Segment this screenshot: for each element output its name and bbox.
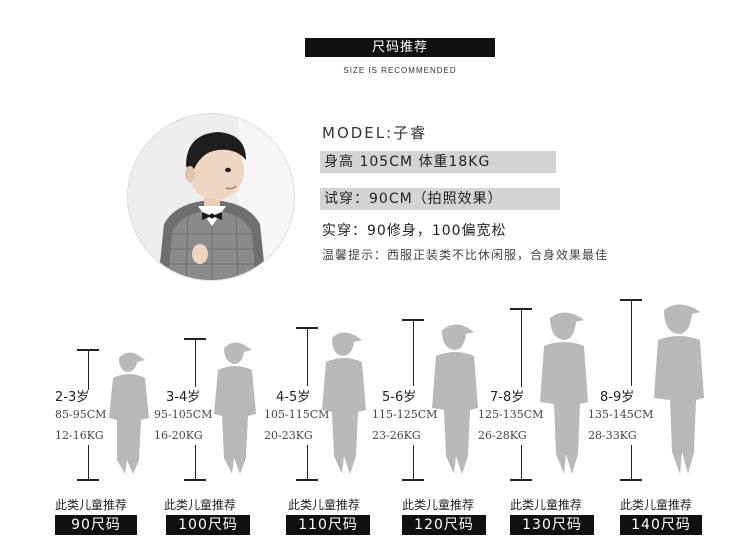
model-trial-size: 试穿：90CM（拍照效果） xyxy=(320,188,560,210)
age-label: 8-9岁 xyxy=(600,390,635,405)
height-line xyxy=(413,320,414,386)
size-column-130: 7-8岁 125-135CM 26-28KG 此类儿童推荐 130尺码 xyxy=(478,290,594,540)
height-line xyxy=(307,328,308,386)
height-line xyxy=(521,445,522,479)
size-column-140: 8-9岁 135-145CM 28-33KG 此类儿童推荐 140尺码 xyxy=(588,290,704,540)
model-photo xyxy=(127,113,295,281)
height-line xyxy=(631,445,632,479)
height-range: 115-125CM xyxy=(372,408,438,421)
height-line xyxy=(195,445,196,479)
height-line xyxy=(413,445,414,479)
height-bottom-tick xyxy=(184,479,206,481)
size-badge: 110尺码 xyxy=(286,515,370,535)
height-line xyxy=(195,339,196,387)
size-badge: 90尺码 xyxy=(55,515,137,535)
model-height-weight: 身高 105CM 体重18KG xyxy=(320,151,556,173)
child-silhouette-icon xyxy=(214,342,256,474)
height-bottom-tick xyxy=(510,479,532,481)
recommend-text: 此类儿童推荐 xyxy=(402,498,475,512)
height-bottom-tick xyxy=(402,479,424,481)
recommend-text: 此类儿童推荐 xyxy=(55,498,128,512)
height-range: 105-115CM xyxy=(264,408,330,421)
age-label: 3-4岁 xyxy=(166,390,201,405)
age-label: 7-8岁 xyxy=(490,390,525,405)
height-range: 85-95CM xyxy=(55,408,107,421)
size-column-120: 5-6岁 115-125CM 23-26KG 此类儿童推荐 120尺码 xyxy=(372,290,486,540)
height-bottom-tick xyxy=(620,479,642,481)
height-bottom-tick xyxy=(77,479,99,481)
child-silhouette-icon xyxy=(540,312,588,474)
height-line xyxy=(631,300,632,386)
size-badge: 100尺码 xyxy=(166,515,250,535)
recommend-text: 此类儿童推荐 xyxy=(288,498,361,512)
section-subtitle: SIZE IS RECOMMENDED xyxy=(343,66,457,75)
weight-range: 12-16KG xyxy=(55,429,104,442)
section-title: 尺码推荐 xyxy=(305,38,495,57)
size-column-110: 4-5岁 105-115CM 20-23KG 此类儿童推荐 110尺码 xyxy=(264,290,378,540)
child-silhouette-icon xyxy=(109,352,149,474)
boy-model-illustration xyxy=(128,114,294,280)
age-label: 4-5岁 xyxy=(276,390,311,405)
height-range: 125-135CM xyxy=(478,408,544,421)
weight-range: 20-23KG xyxy=(264,429,313,442)
fit-tip: 温馨提示：西服正装类不比休闲服，合身效果最佳 xyxy=(322,248,609,262)
child-silhouette-icon xyxy=(432,324,478,474)
height-range: 135-145CM xyxy=(588,408,654,421)
child-silhouette-icon xyxy=(322,332,366,474)
size-badge: 130尺码 xyxy=(510,515,594,535)
size-column-90: 2-3岁 85-95CM 12-16KG 此类儿童推荐 90尺码 xyxy=(55,290,165,540)
weight-range: 28-33KG xyxy=(588,429,637,442)
height-line xyxy=(88,445,89,479)
weight-range: 26-28KG xyxy=(478,429,527,442)
recommend-text: 此类儿童推荐 xyxy=(510,498,583,512)
size-badge: 120尺码 xyxy=(402,515,486,535)
weight-range: 16-20KG xyxy=(154,429,203,442)
height-line xyxy=(521,309,522,387)
height-line xyxy=(88,350,89,390)
size-column-100: 3-4岁 95-105CM 16-20KG 此类儿童推荐 100尺码 xyxy=(154,290,270,540)
age-label: 5-6岁 xyxy=(382,390,417,405)
weight-range: 23-26KG xyxy=(372,429,421,442)
child-silhouette-icon xyxy=(654,304,704,474)
height-range: 95-105CM xyxy=(154,408,213,421)
height-bottom-tick xyxy=(296,479,318,481)
model-name: MODEL:子睿 xyxy=(322,124,428,142)
age-label: 2-3岁 xyxy=(55,390,90,405)
recommend-text: 此类儿童推荐 xyxy=(620,498,693,512)
size-badge: 140尺码 xyxy=(620,515,702,535)
model-actual-fit: 实穿：90修身，100偏宽松 xyxy=(322,223,507,239)
recommend-text: 此类儿童推荐 xyxy=(164,498,237,512)
height-line xyxy=(307,445,308,479)
